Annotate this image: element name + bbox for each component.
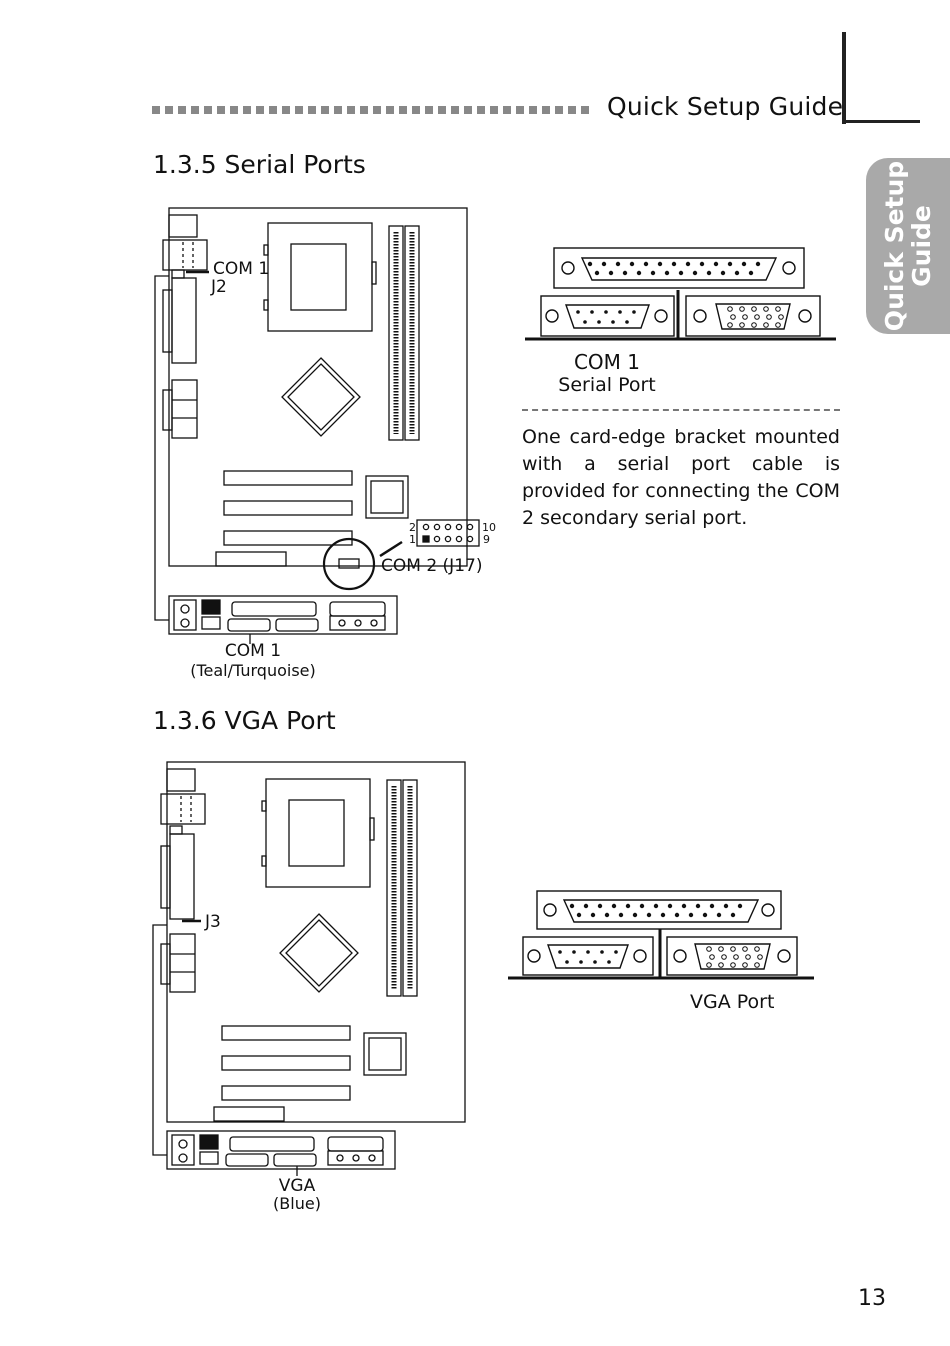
label-com1-color: (Teal/Turquoise) bbox=[183, 661, 323, 680]
corner-mark-horizontal bbox=[842, 120, 920, 123]
serial-port-description: One card-edge bracket mounted with a ser… bbox=[522, 424, 840, 532]
label-j2: J2 bbox=[211, 277, 227, 297]
header-dot-rule bbox=[152, 106, 597, 118]
label-vga-port: VGA bbox=[247, 1176, 347, 1196]
corner-mark-vertical bbox=[842, 32, 846, 124]
label-com1-header: COM 1 bbox=[213, 259, 269, 279]
page-number: 13 bbox=[858, 1286, 886, 1311]
label-pin-9: 9 bbox=[483, 533, 490, 546]
label-com1-port: COM 1 bbox=[183, 641, 323, 661]
side-tab-line1: Quick Setup bbox=[880, 161, 909, 331]
header-title: Quick Setup Guide bbox=[607, 92, 843, 121]
connector-caption-com1: COM 1 bbox=[547, 350, 667, 374]
connector-caption-serial-port: Serial Port bbox=[547, 374, 667, 396]
section-title-vga-port: 1.3.6 VGA Port bbox=[153, 706, 336, 735]
side-tab-line2: Guide bbox=[907, 205, 936, 287]
label-pin-1: 1 bbox=[409, 533, 416, 546]
label-com2-j17: COM 2 (J17) bbox=[381, 556, 482, 576]
label-vga-color: (Blue) bbox=[247, 1194, 347, 1213]
dashed-divider bbox=[522, 409, 840, 411]
section-title-serial-ports: 1.3.5 Serial Ports bbox=[153, 150, 366, 179]
label-j3: J3 bbox=[205, 912, 221, 932]
connector-caption-vga-port: VGA Port bbox=[690, 991, 774, 1013]
